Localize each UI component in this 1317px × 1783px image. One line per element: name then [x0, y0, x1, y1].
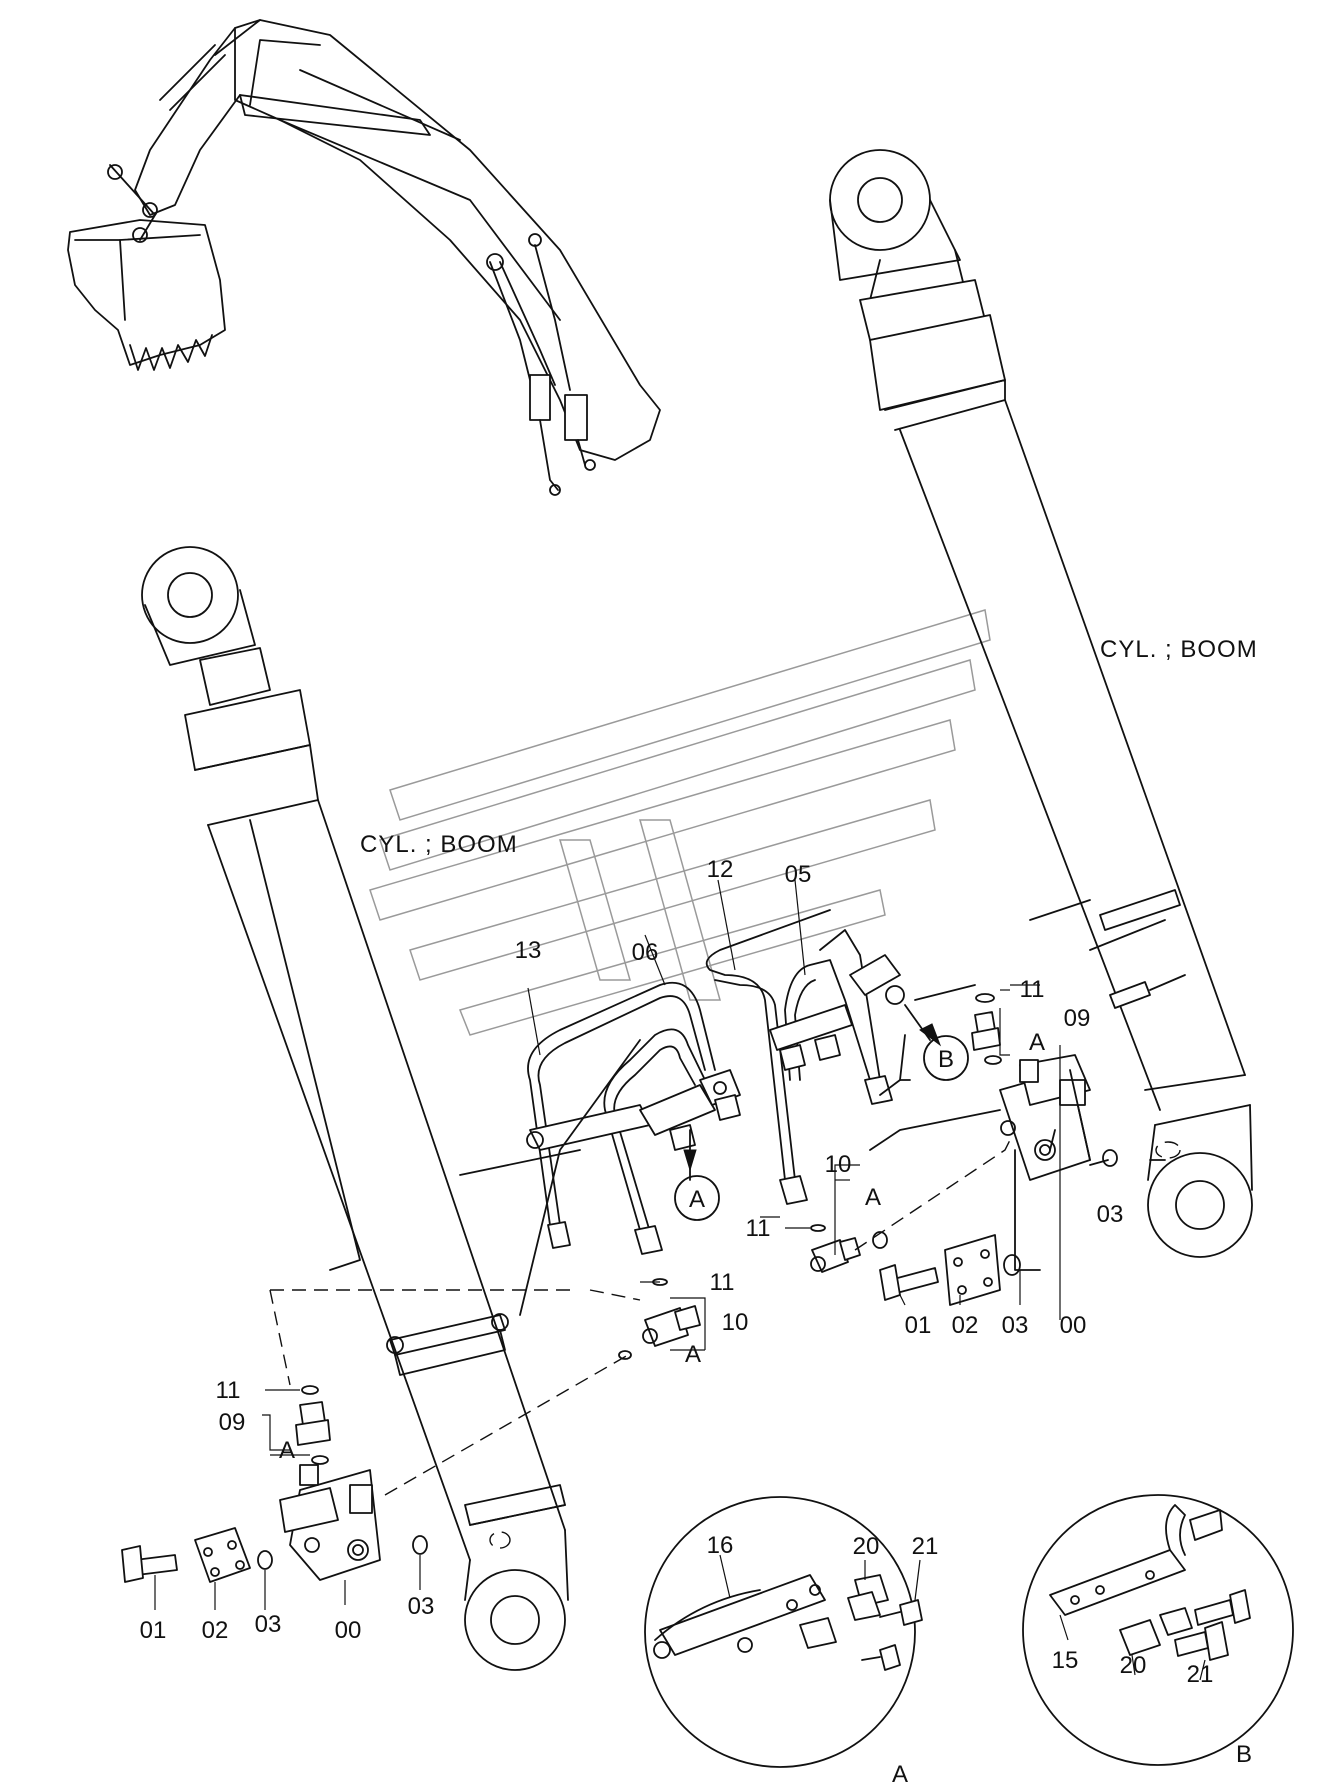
- part-label-20-detail-a: 20: [853, 1533, 880, 1560]
- part-label-03-left-right: 03: [408, 1593, 435, 1620]
- cyl-boom-label-right: CYL. ; BOOM: [1100, 636, 1258, 663]
- detail-marker-b-label: B: [938, 1046, 954, 1073]
- part-label-00-left: 00: [335, 1617, 362, 1644]
- part-label-11-left: 11: [216, 1377, 241, 1404]
- part-label-09-right: 09: [1064, 1005, 1091, 1032]
- part-label-05: 05: [785, 861, 812, 888]
- detail-view-a: [644, 1496, 923, 1768]
- part-label-20-detail-b: 20: [1120, 1652, 1147, 1679]
- part-label-09-left: 09: [219, 1409, 246, 1436]
- right-valve-assembly: [810, 993, 1118, 1306]
- detail-view-b-caption: B: [1236, 1741, 1252, 1768]
- part-label-10-center: 10: [722, 1309, 749, 1336]
- part-label-03-right-top: 03: [1097, 1201, 1124, 1228]
- part-label-06: 06: [632, 939, 659, 966]
- part-label-12: 12: [707, 856, 734, 883]
- detail-callout-b: B: [904, 1004, 969, 1081]
- detail-callout-a: A: [674, 1129, 720, 1221]
- part-label-11-center: 11: [710, 1269, 735, 1296]
- cyl-boom-label-left: CYL. ; BOOM: [360, 831, 518, 858]
- pipe-assembly: [526, 909, 905, 1255]
- detail-marker-a-label: A: [689, 1186, 705, 1213]
- part-label-21-detail-a: 21: [912, 1533, 939, 1560]
- part-label-11-right-top: 11: [1020, 976, 1045, 1003]
- part-label-11-right-mid: 11: [746, 1215, 771, 1242]
- part-label-01-right: 01: [905, 1312, 932, 1339]
- watermark-logo: [369, 609, 991, 1036]
- detail-view-b: [1022, 1494, 1294, 1766]
- part-label-15: 15: [1052, 1647, 1079, 1674]
- detail-ref-a-center-10: A: [685, 1341, 701, 1368]
- detail-ref-a-right-09: A: [1029, 1029, 1045, 1056]
- part-label-00-right: 00: [1060, 1312, 1087, 1339]
- part-label-03-left: 03: [255, 1611, 282, 1638]
- detail-view-a-caption: A: [892, 1761, 908, 1783]
- part-label-03-right: 03: [1002, 1312, 1029, 1339]
- part-label-10-right: 10: [825, 1151, 852, 1178]
- right-boom-cylinder: [829, 149, 1253, 1258]
- part-label-13: 13: [515, 937, 542, 964]
- part-label-02-right: 02: [952, 1312, 979, 1339]
- left-valve-assembly: [121, 1278, 701, 1583]
- part-label-02-left: 02: [202, 1617, 229, 1644]
- leader-lines: [154, 879, 1166, 1610]
- part-label-01-left: 01: [140, 1617, 167, 1644]
- detail-ref-a-left-09: A: [279, 1437, 295, 1464]
- part-label-16: 16: [707, 1532, 734, 1559]
- left-boom-cylinder: [141, 546, 581, 1671]
- detail-ref-a-right-10: A: [865, 1184, 881, 1211]
- part-label-21-detail-b: 21: [1187, 1661, 1214, 1688]
- excavator-illustration: [67, 19, 661, 496]
